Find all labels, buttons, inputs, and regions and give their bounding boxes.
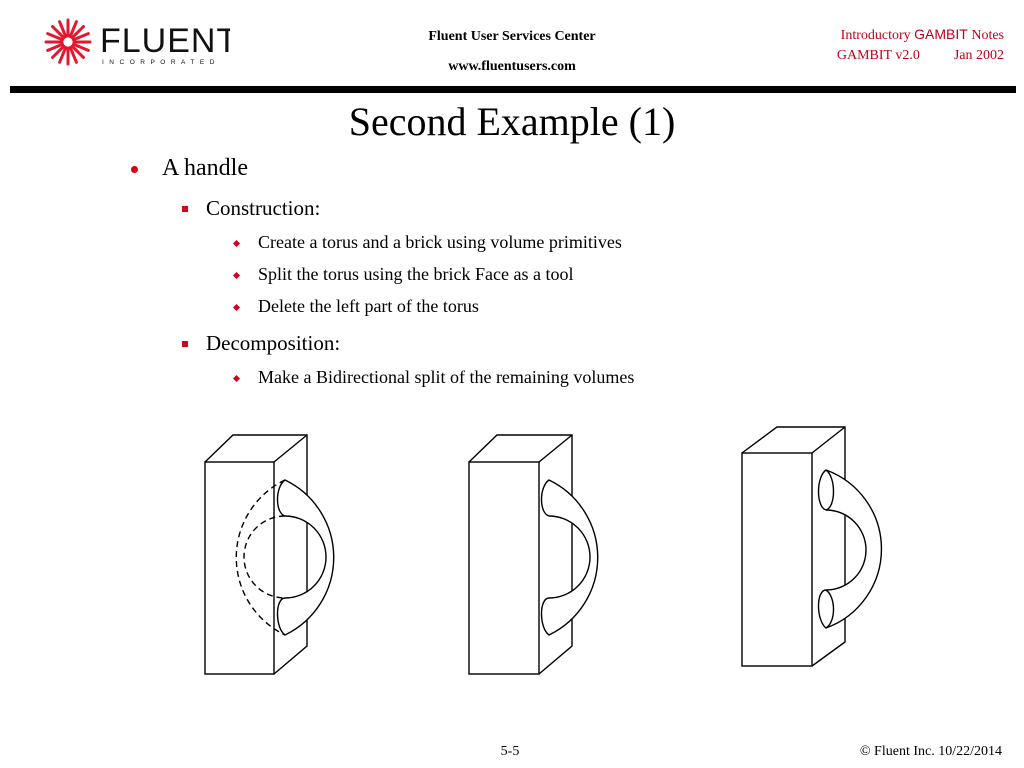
starburst-icon xyxy=(44,18,92,66)
course-title: Introductory GAMBIT Notes xyxy=(840,26,1004,43)
bullet-diamond-icon xyxy=(232,374,241,383)
figure-brick-half-torus xyxy=(468,434,599,675)
bullet-item: Create a torus and a brick using volume … xyxy=(258,232,622,252)
services-center-label: Fluent User Services Center xyxy=(428,29,596,44)
bullet-item: A handle xyxy=(162,155,248,181)
bullet-item: Construction: xyxy=(206,196,321,220)
website-link[interactable]: www.fluentusers.com xyxy=(448,59,576,74)
bullet-dot-icon xyxy=(131,166,138,173)
bullet-item: Delete the left part of the torus xyxy=(258,296,479,316)
logo-tagline: INCORPORATED xyxy=(102,59,220,66)
bullet-diamond-icon xyxy=(232,303,241,312)
slide-title: Second Example (1) xyxy=(348,99,676,144)
bullet-item: Decomposition: xyxy=(206,331,341,355)
fluent-logo: FLUENT INCORPORATED xyxy=(40,14,230,70)
handle-figures xyxy=(204,426,883,675)
figure-brick-full-torus xyxy=(204,434,335,675)
page-number: 5-5 xyxy=(500,744,520,759)
bullet-square-icon xyxy=(182,341,188,347)
bullet-square-icon xyxy=(182,206,188,212)
figure-brick-split-torus xyxy=(741,426,883,667)
header-rule xyxy=(10,86,1016,93)
logo-name: FLUENT xyxy=(100,22,230,60)
bullet-diamond-icon xyxy=(232,239,241,248)
bullet-list: A handle Construction: Create a torus an… xyxy=(131,155,635,387)
bullet-item: Make a Bidirectional split of the remain… xyxy=(258,367,635,387)
copyright: © Fluent Inc. 10/22/2014 xyxy=(859,744,1002,759)
bullet-item: Split the torus using the brick Face as … xyxy=(258,264,574,284)
header-center: Fluent User Services Center www.fluentus… xyxy=(380,22,644,82)
bullet-diamond-icon xyxy=(232,271,241,280)
